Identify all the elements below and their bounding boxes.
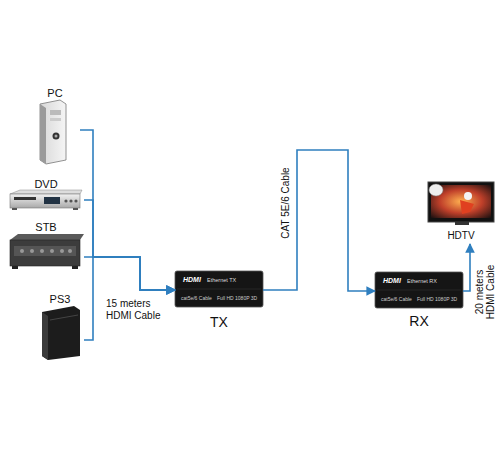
panel-print: Full HD 1080P 3D xyxy=(417,297,457,303)
device-node: PC xyxy=(30,85,80,165)
panel-print: HDMI xyxy=(383,277,401,285)
cable-connector xyxy=(263,150,375,291)
device-node: HDTV xyxy=(425,176,497,244)
device-label: PC xyxy=(10,87,100,99)
cable-label: 20 meters HDMI Cable xyxy=(473,261,497,323)
device-node: DVD xyxy=(8,176,84,216)
device-label: PS3 xyxy=(16,293,104,305)
cable-label: CAT 5E/6 Cable xyxy=(274,148,298,258)
set-top-box xyxy=(10,234,84,269)
cable-note: 15 meters HDMI Cable xyxy=(106,298,164,321)
cable-connector xyxy=(84,257,175,290)
device-label: STB xyxy=(0,221,104,233)
device-node: TXHDMIEthernet TXcat5e/6 CableFull HD 10… xyxy=(175,271,263,307)
panel-print: cat5e/6 Cable xyxy=(181,296,212,302)
cable-connector xyxy=(84,200,175,290)
device-label: DVD xyxy=(0,178,104,190)
cable-connector xyxy=(80,130,175,290)
ps3-console xyxy=(42,306,80,360)
panel-print: HDMI xyxy=(183,276,201,284)
device-node: STB xyxy=(8,220,84,272)
panel-print: Ethernet RX xyxy=(407,278,437,284)
cable-connector xyxy=(463,244,470,291)
cable-connector xyxy=(84,257,175,340)
dvd-player xyxy=(10,190,82,210)
device-label: RX xyxy=(355,314,483,329)
panel-print: Full HD 1080P 3D xyxy=(217,296,257,302)
hdtv xyxy=(428,182,494,225)
pc-tower xyxy=(40,100,66,164)
device-node: PS3 xyxy=(36,290,84,360)
panel-print: cat5e/6 Cable xyxy=(381,297,412,303)
device-label: HDTV xyxy=(405,230,500,241)
device-label: TX xyxy=(155,315,283,330)
device-node: RXHDMIEthernet RXcat5e/6 CableFull HD 10… xyxy=(375,272,463,308)
tx-box xyxy=(175,271,263,307)
panel-print: Ethernet TX xyxy=(207,277,236,283)
rx-box xyxy=(375,272,463,308)
